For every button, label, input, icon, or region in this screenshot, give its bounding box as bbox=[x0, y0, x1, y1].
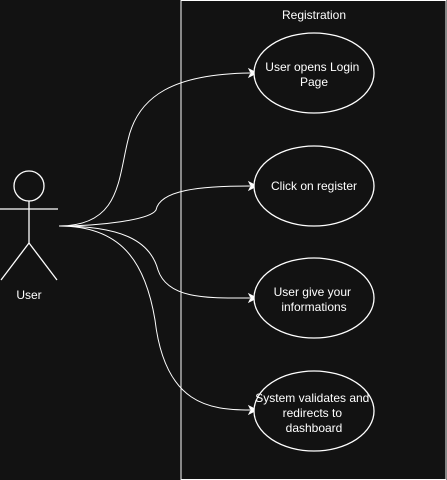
use-case-ellipse bbox=[253, 145, 375, 227]
use-case-line: User give your bbox=[274, 285, 351, 299]
arrowhead-1 bbox=[247, 67, 259, 79]
use-case-line: informations bbox=[281, 300, 346, 314]
arrowhead-4 bbox=[247, 404, 259, 416]
connector-4 bbox=[58, 225, 251, 411]
connector-2 bbox=[58, 185, 251, 227]
use-case-ellipse bbox=[253, 257, 375, 339]
use-case-line: System validates and bbox=[255, 391, 369, 405]
actor-user[interactable]: User bbox=[0, 170, 58, 302]
arrowhead-2 bbox=[247, 180, 259, 192]
use-case-1[interactable]: User opens Login Page bbox=[253, 32, 375, 114]
system-title: Registration bbox=[282, 8, 346, 22]
use-case-label: Click on register bbox=[271, 179, 357, 193]
use-case-4[interactable]: System validates and redirects to dashbo… bbox=[253, 370, 375, 452]
actor-label: User bbox=[16, 288, 41, 302]
use-case-ellipse bbox=[253, 370, 375, 452]
use-case-ellipse bbox=[253, 32, 375, 114]
arrowhead-3 bbox=[247, 292, 259, 304]
use-case-label: System validates and redirects to dashbo… bbox=[255, 391, 372, 435]
use-case-line: Click on register bbox=[271, 179, 357, 193]
actor-right-leg bbox=[28, 242, 58, 281]
use-case-line: User opens Login bbox=[265, 60, 359, 74]
use-case-line: dashboard bbox=[286, 421, 343, 435]
connector-3 bbox=[58, 225, 251, 299]
use-case-3[interactable]: User give your informations bbox=[253, 257, 375, 339]
use-case-2[interactable]: Click on register bbox=[253, 145, 375, 227]
actor-head bbox=[13, 170, 45, 202]
use-case-label: User opens Login Page bbox=[265, 60, 362, 89]
use-case-label: User give your informations bbox=[274, 285, 355, 314]
connector-1 bbox=[58, 72, 251, 227]
use-case-line: redirects to bbox=[283, 406, 343, 420]
actor-left-leg bbox=[0, 242, 30, 281]
use-case-line: Page bbox=[300, 75, 328, 89]
